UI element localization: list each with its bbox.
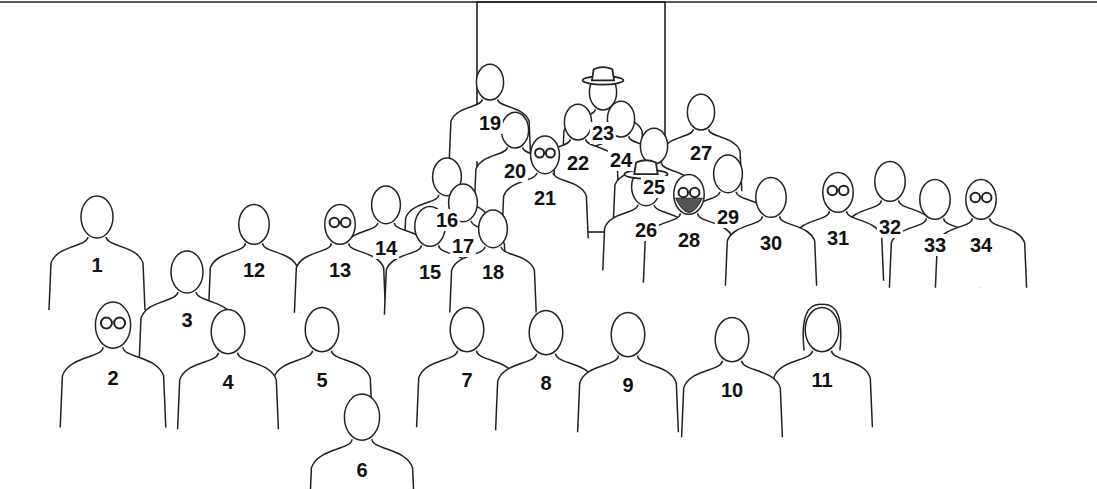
- callout-number: 15: [417, 261, 443, 283]
- callout-number: 34: [968, 234, 994, 256]
- person-silhouette: [178, 310, 279, 430]
- callout-number: 20: [502, 160, 528, 182]
- callout-number: 23: [590, 122, 616, 144]
- callout-number: 28: [676, 229, 702, 251]
- callout-number: 8: [538, 372, 553, 394]
- callout-number: 32: [877, 216, 903, 238]
- callout-number: 26: [633, 219, 659, 241]
- person-silhouette: [935, 179, 1026, 287]
- callout-number: 11: [809, 369, 834, 391]
- person-silhouette: [682, 318, 783, 438]
- callout-number: 30: [758, 232, 784, 254]
- callout-number: 29: [715, 206, 741, 228]
- callout-number: 12: [241, 259, 267, 281]
- callout-number: 18: [480, 261, 506, 283]
- callout-number: 1: [89, 254, 104, 276]
- callout-number: 17: [450, 235, 476, 257]
- person-silhouette: [725, 177, 816, 285]
- callout-number: 31: [825, 227, 851, 249]
- callout-number: 9: [620, 374, 635, 396]
- callout-number: 3: [179, 309, 194, 331]
- callout-number: 21: [532, 187, 558, 209]
- callout-number: 19: [477, 112, 503, 134]
- callout-number: 24: [608, 149, 634, 171]
- callout-number: 16: [434, 209, 460, 231]
- callout-number: 2: [105, 367, 120, 389]
- callout-number: 6: [354, 459, 369, 481]
- callout-number: 13: [327, 259, 353, 281]
- callout-number: 10: [719, 379, 745, 401]
- person-silhouette: [60, 302, 166, 427]
- person-silhouette: [450, 210, 536, 313]
- callout-number: 27: [688, 142, 714, 164]
- person-silhouette: [309, 394, 415, 489]
- person-silhouette: [578, 313, 679, 433]
- callout-number: 4: [220, 371, 235, 393]
- callout-number: 33: [922, 234, 948, 256]
- person-silhouette: [772, 304, 873, 427]
- callout-number: 25: [641, 176, 667, 198]
- person-silhouette: [449, 64, 531, 161]
- person-silhouette: [49, 196, 145, 310]
- person-silhouette: [208, 204, 299, 312]
- callout-number: 5: [314, 369, 329, 391]
- callout-number: 7: [459, 369, 474, 391]
- callout-number: 22: [565, 152, 591, 174]
- callout-number: 14: [373, 237, 399, 259]
